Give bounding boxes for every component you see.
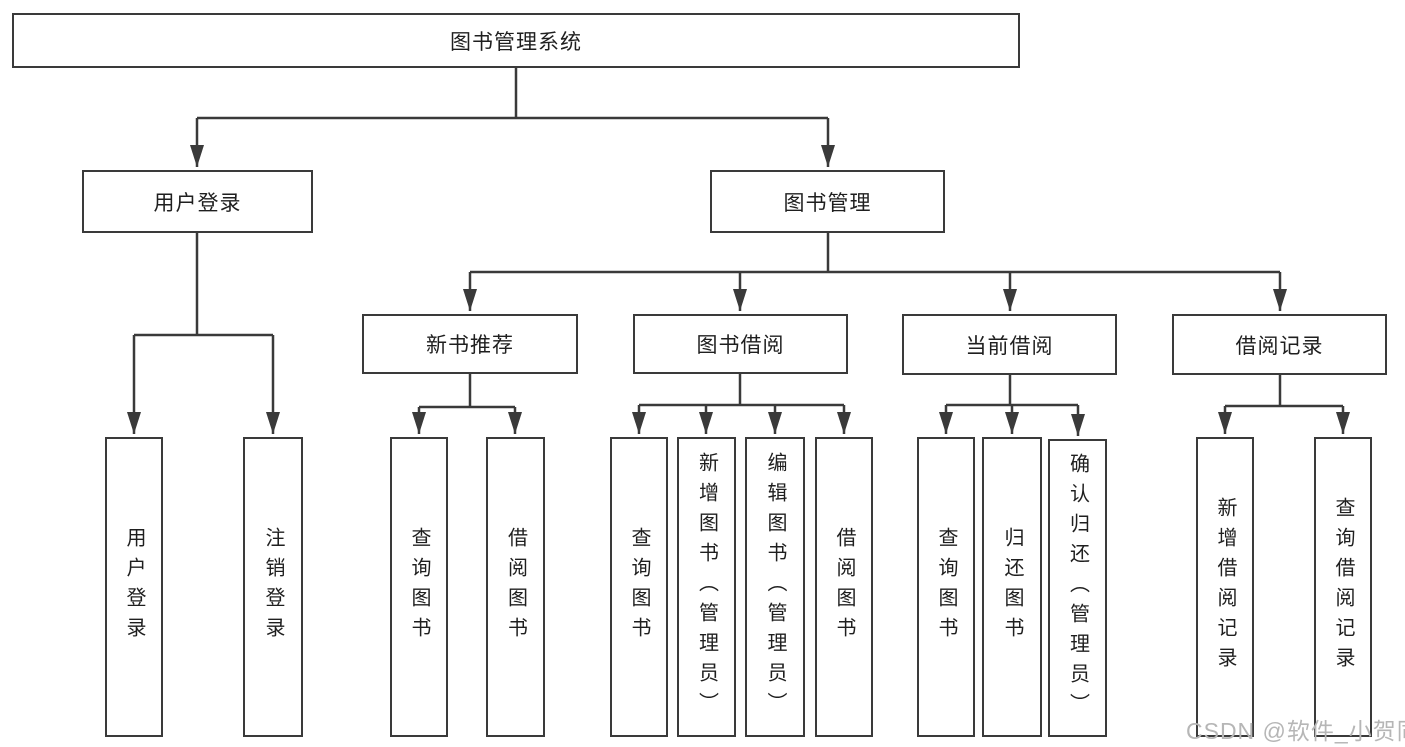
leaf-record-add-record: 新增借阅记录 <box>1196 437 1254 737</box>
connector-root-rail <box>197 68 828 120</box>
leaf-current-query-books-label: 查询图书 <box>935 527 957 647</box>
node-root-label: 图书管理系统 <box>450 30 582 54</box>
connector-borrow-record-rail <box>1225 375 1343 408</box>
leaf-borrow-edit-books-admin-label: 编辑图书（管理员） <box>764 452 786 722</box>
leaf-current-return-books-label: 归还图书 <box>1001 527 1023 647</box>
leaf-current-query-books: 查询图书 <box>917 437 975 737</box>
leaf-newbook-query-books-label: 查询图书 <box>408 527 430 647</box>
node-new-book-recommend: 新书推荐 <box>362 314 578 374</box>
leaf-record-query-record-label: 查询借阅记录 <box>1332 497 1354 677</box>
node-borrow-record: 借阅记录 <box>1172 314 1387 375</box>
leaf-borrow-query-books: 查询图书 <box>610 437 668 737</box>
leaf-newbook-borrow-books: 借阅图书 <box>486 437 545 737</box>
leaf-logout-login: 注销登录 <box>243 437 303 737</box>
leaf-logout-login-label: 注销登录 <box>262 527 284 647</box>
leaf-borrow-borrow-books: 借阅图书 <box>815 437 873 737</box>
leaf-borrow-query-books-label: 查询图书 <box>628 527 650 647</box>
connector-book-mgmt-rail <box>470 233 1280 274</box>
connector-new-book-rail <box>419 374 515 409</box>
leaf-record-add-record-label: 新增借阅记录 <box>1214 497 1236 677</box>
node-book-borrow-label: 图书借阅 <box>696 334 785 357</box>
node-book-management: 图书管理 <box>710 170 945 233</box>
node-borrow-record-label: 借阅记录 <box>1235 334 1324 358</box>
node-user-login-label: 用户登录 <box>153 191 242 215</box>
node-root: 图书管理系统 <box>12 13 1020 68</box>
node-new-book-recommend-label: 新书推荐 <box>426 334 514 357</box>
leaf-newbook-borrow-books-label: 借阅图书 <box>504 527 527 647</box>
node-current-borrow-label: 当前借阅 <box>965 334 1054 358</box>
leaf-current-return-books: 归还图书 <box>982 437 1042 737</box>
leaf-newbook-query-books: 查询图书 <box>390 437 448 737</box>
node-current-borrow: 当前借阅 <box>902 314 1117 375</box>
node-book-management-label: 图书管理 <box>783 191 872 215</box>
connector-book-borrow-rail <box>639 374 844 407</box>
node-user-login: 用户登录 <box>82 170 313 233</box>
leaf-borrow-edit-books-admin: 编辑图书（管理员） <box>745 437 805 737</box>
leaf-current-confirm-return-admin-label: 确认归还（管理员） <box>1066 453 1089 723</box>
leaf-borrow-borrow-books-label: 借阅图书 <box>833 527 855 647</box>
leaf-record-query-record: 查询借阅记录 <box>1314 437 1372 737</box>
leaf-borrow-add-books-admin: 新增图书（管理员） <box>677 437 736 737</box>
node-book-borrow: 图书借阅 <box>633 314 848 374</box>
connector-current-borrow-rail <box>946 375 1078 407</box>
connector-user-login-rail <box>134 233 273 337</box>
csdn-watermark: CSDN @软件_小贺同学 <box>1186 718 1405 744</box>
leaf-user-login-label: 用户登录 <box>123 527 145 647</box>
leaf-borrow-add-books-admin-label: 新增图书（管理员） <box>695 452 718 722</box>
leaf-current-confirm-return-admin: 确认归还（管理员） <box>1048 439 1107 737</box>
leaf-user-login: 用户登录 <box>105 437 163 737</box>
